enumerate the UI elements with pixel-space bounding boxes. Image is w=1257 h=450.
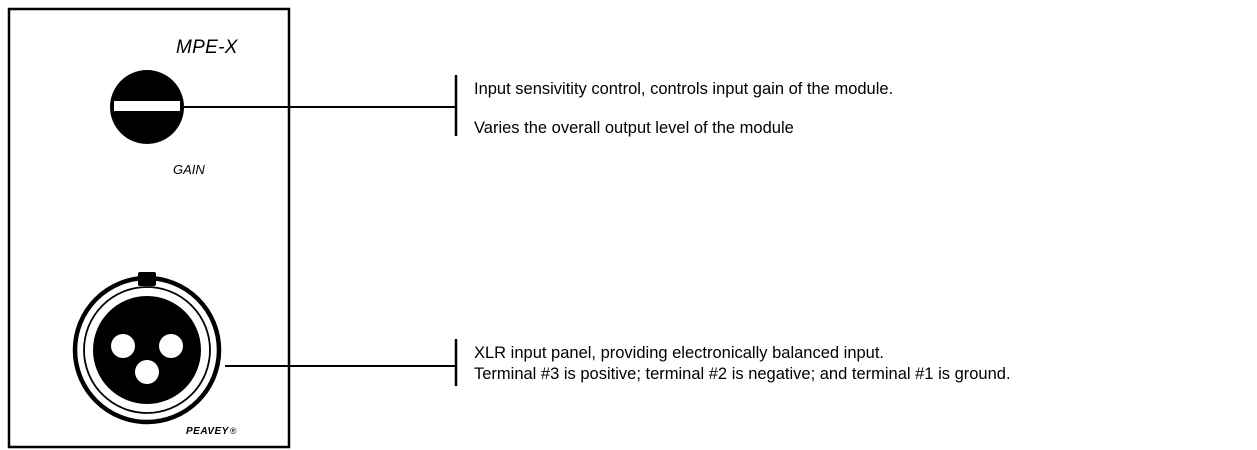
gain-label: GAIN (173, 162, 205, 177)
brand-logo-text: PEAVEY (186, 426, 229, 437)
xlr-description-line-1: XLR input panel, providing electronicall… (474, 344, 885, 362)
module-panel (7, 7, 291, 449)
gain-description-line-2: Varies the overall output level of the m… (474, 119, 794, 137)
xlr-pin-3 (135, 360, 159, 384)
brand-logo: PEAVEY® (186, 426, 237, 437)
model-label: MPE-X (176, 37, 238, 58)
xlr-connector (72, 272, 222, 425)
xlr-latch-notch (138, 272, 156, 286)
gain-description-line-1: Input sensivitity control, controls inpu… (474, 80, 894, 98)
gain-knob (110, 70, 184, 144)
xlr-pin-2 (159, 334, 183, 358)
xlr-pin-1 (111, 334, 135, 358)
registered-mark: ® (229, 426, 237, 436)
xlr-description-line-2: Terminal #3 is positive; terminal #2 is … (474, 365, 1011, 383)
